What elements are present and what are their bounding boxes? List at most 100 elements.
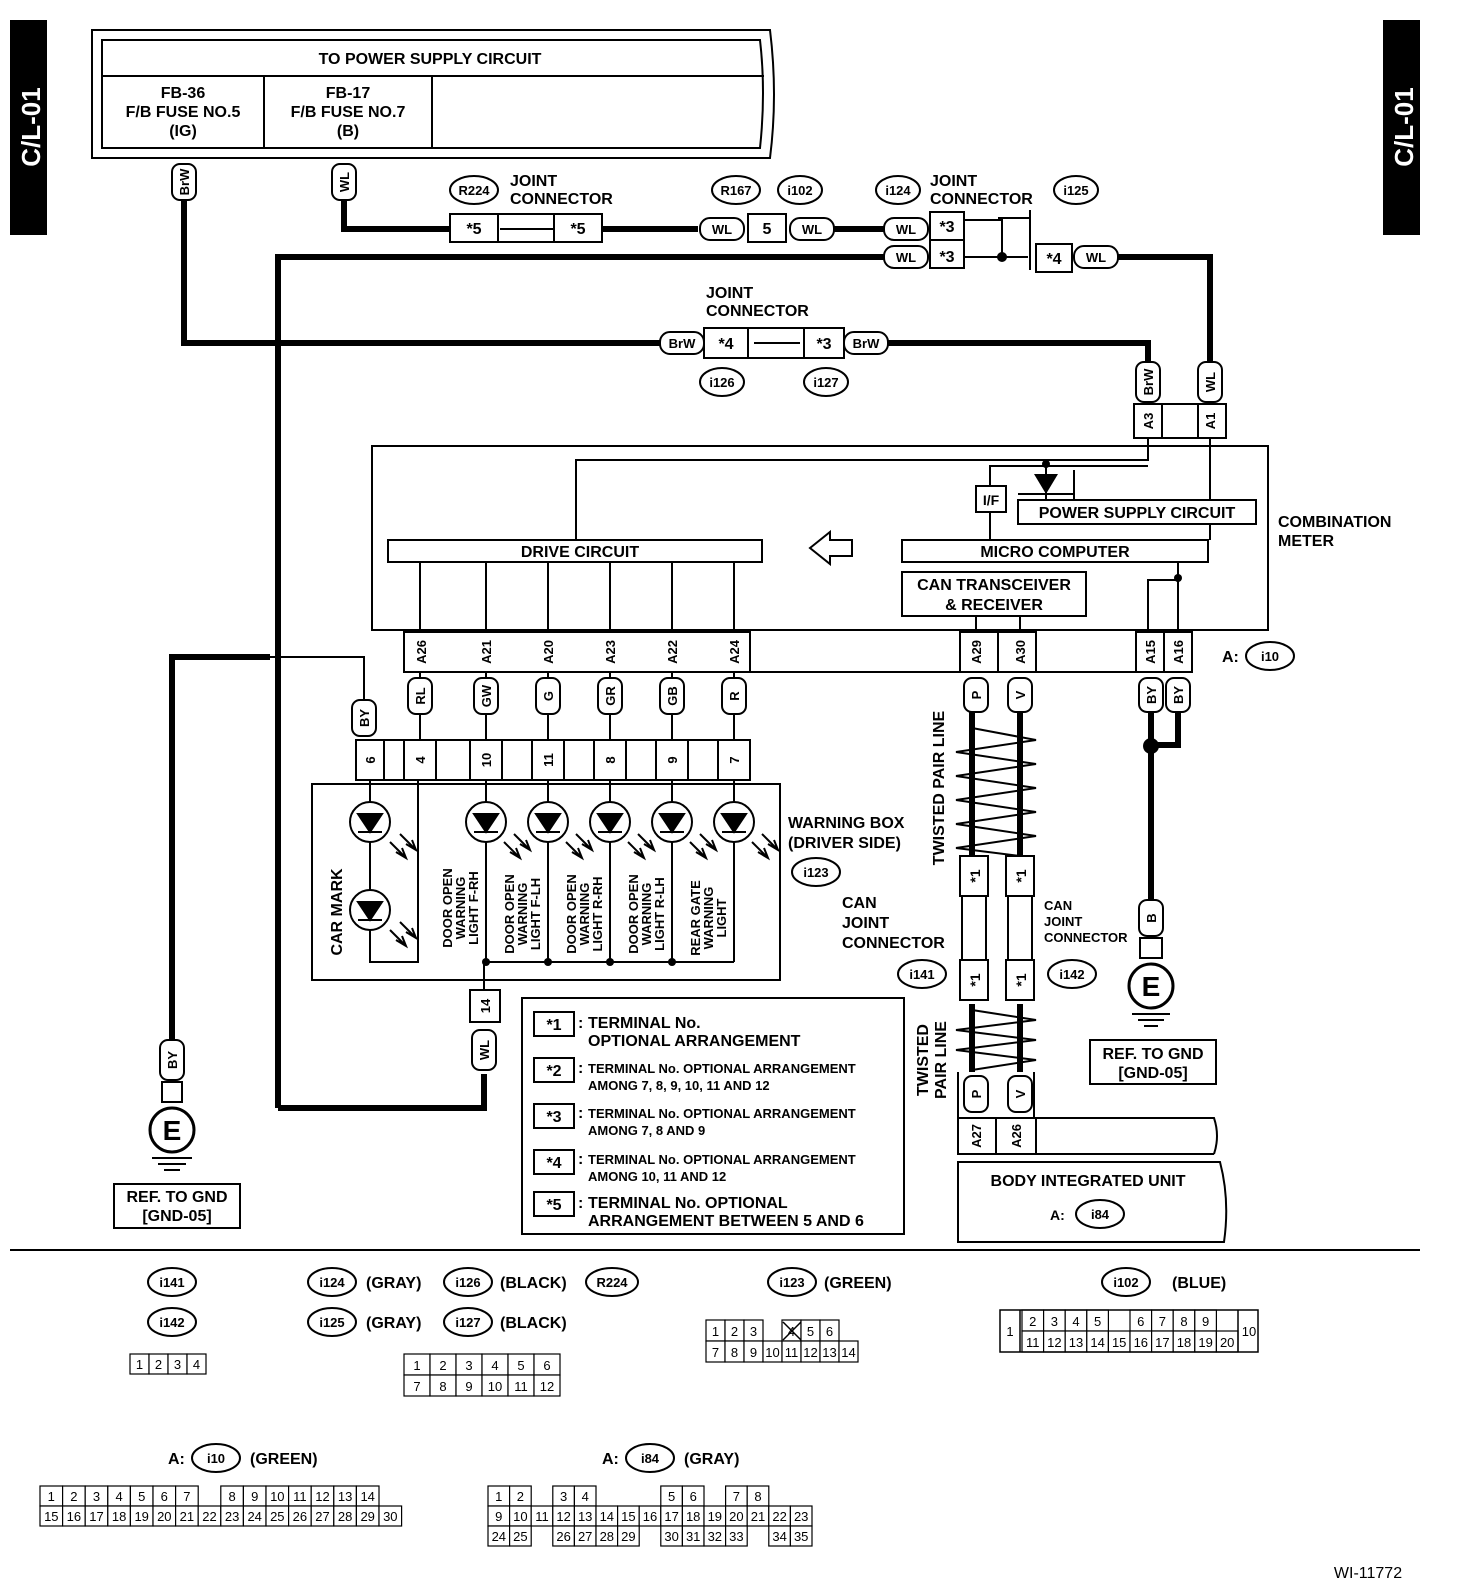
svg-text:BY: BY <box>1171 686 1186 704</box>
pin-label: 26 <box>556 1529 570 1544</box>
svg-text:*1: *1 <box>967 973 983 986</box>
pin-label: 10 <box>513 1509 527 1524</box>
pin-label: 28 <box>338 1509 352 1524</box>
meter-power-pins: BrW WL A3 A1 <box>1133 361 1227 439</box>
pin-label: 19 <box>708 1509 722 1524</box>
svg-text:OPTIONAL ARRANGEMENT: OPTIONAL ARRANGEMENT <box>588 1033 801 1050</box>
pin-label: 21 <box>751 1509 765 1524</box>
svg-text:A27: A27 <box>969 1124 984 1148</box>
svg-text:i102: i102 <box>787 183 812 198</box>
svg-text:A24: A24 <box>727 639 742 664</box>
svg-text:i10: i10 <box>1261 649 1279 664</box>
pin-label: 29 <box>360 1509 374 1524</box>
svg-text:TERMINAL No.: TERMINAL No. <box>588 1015 701 1032</box>
pin-label: 17 <box>89 1509 103 1524</box>
pin-label: 2 <box>155 1357 162 1372</box>
joint-connector-i126-i127: BrW *4 *3 BrW i126 i127 <box>659 327 889 397</box>
svg-text:i123: i123 <box>779 1275 804 1290</box>
pin-label: 8 <box>228 1489 235 1504</box>
pin-label: 7 <box>712 1345 719 1360</box>
page-tag-right-text: C/L-01 <box>1389 87 1419 166</box>
fuse2-line3: (B) <box>337 123 359 140</box>
svg-text:R224: R224 <box>458 183 490 198</box>
pin-label: 27 <box>315 1509 329 1524</box>
meter-node <box>1042 460 1050 468</box>
car-mark-label: CAR MARK <box>329 868 346 956</box>
pin-label: 5 <box>1094 1314 1101 1329</box>
svg-text:1: 1 <box>1006 1324 1013 1339</box>
svg-text:R167: R167 <box>720 183 751 198</box>
svg-text:GB: GB <box>665 686 680 706</box>
svg-text:WARNING: WARNING <box>453 877 468 940</box>
svg-text:REAR GATE: REAR GATE <box>688 880 703 956</box>
pin-label: 1 <box>48 1489 55 1504</box>
led-icons <box>349 801 781 949</box>
pin-label: 33 <box>729 1529 743 1544</box>
pin-label: 11 <box>785 1345 799 1360</box>
pin-label: 13 <box>1069 1335 1083 1350</box>
power-supply-circuit-box: POWER SUPPLY CIRCUIT <box>1017 499 1257 525</box>
svg-text:WL: WL <box>1203 372 1218 392</box>
pin-label: 17 <box>664 1509 678 1524</box>
pin-label: 14 <box>1090 1335 1104 1350</box>
svg-text:E: E <box>1142 971 1161 1002</box>
led-icon <box>349 801 419 861</box>
svg-text:BrW: BrW <box>669 336 696 351</box>
svg-text:(BLUE): (BLUE) <box>1172 1275 1226 1292</box>
page-tag-left-text: C/L-01 <box>16 87 46 166</box>
svg-text:A20: A20 <box>541 640 556 664</box>
pin-label: 13 <box>338 1489 352 1504</box>
if-box: I/F <box>975 485 1007 513</box>
svg-text:RL: RL <box>413 687 428 704</box>
pin-label: 32 <box>708 1529 722 1544</box>
svg-text:14: 14 <box>478 998 493 1013</box>
svg-text:V: V <box>1013 1089 1028 1098</box>
svg-text:WARNING: WARNING <box>701 887 716 950</box>
svg-text:A3: A3 <box>1141 413 1156 430</box>
svg-text:AMONG 7, 8 AND 9: AMONG 7, 8 AND 9 <box>588 1123 705 1138</box>
pin-label: 3 <box>93 1489 100 1504</box>
connector-id-i123: i123 <box>791 857 841 887</box>
svg-text:G: G <box>541 691 556 701</box>
svg-text::: : <box>578 1151 583 1168</box>
pin-label: 34 <box>772 1529 786 1544</box>
svg-text:i127: i127 <box>455 1315 480 1330</box>
pin-label: 1 <box>495 1489 502 1504</box>
svg-text:BrW: BrW <box>177 168 192 195</box>
wires <box>169 200 1213 1111</box>
pin-label: 1 <box>413 1358 420 1373</box>
svg-text:WL: WL <box>802 222 822 237</box>
drive-circuit-box: DRIVE CIRCUIT <box>387 539 763 563</box>
connector-ref-i10: A: i10 (GREEN) <box>168 1443 318 1473</box>
svg-text:A:: A: <box>602 1451 619 1468</box>
can-joint-connector <box>959 855 1035 1001</box>
pinout-grids: 1234123456789101112123456789101112131423… <box>39 1309 1239 1547</box>
svg-text:(BLACK): (BLACK) <box>500 1315 567 1332</box>
svg-text:*1: *1 <box>1013 869 1029 882</box>
fuse2-line2: F/B FUSE NO.7 <box>291 104 406 121</box>
pin-label: 12 <box>803 1345 817 1360</box>
micro-computer-box: MICRO COMPUTER <box>901 539 1209 563</box>
pin-label: 26 <box>293 1509 307 1524</box>
led-icon <box>713 801 781 861</box>
pin-label: 11 <box>1026 1335 1040 1350</box>
svg-text:9: 9 <box>665 756 680 763</box>
svg-text:i10: i10 <box>207 1451 225 1466</box>
svg-text:i124: i124 <box>885 183 911 198</box>
pin-label: 10 <box>765 1345 779 1360</box>
pin-label: 16 <box>67 1509 81 1524</box>
led-icon <box>349 889 419 949</box>
svg-text:*1: *1 <box>1013 973 1029 986</box>
connector-id-r224: R224 <box>449 175 499 205</box>
pin-label: 3 <box>465 1358 472 1373</box>
pin-label: 11 <box>535 1509 549 1524</box>
svg-text:DOOR OPEN: DOOR OPEN <box>502 874 517 953</box>
svg-text:WARNING: WARNING <box>639 883 654 946</box>
meter-wire-labels <box>419 672 735 740</box>
pin-cell <box>509 1525 532 1547</box>
svg-text:GW: GW <box>479 684 494 707</box>
wire-tags <box>351 677 1191 737</box>
svg-text:5: 5 <box>763 221 772 238</box>
can-wire-tags-bottom <box>963 1075 1033 1113</box>
svg-text:i142: i142 <box>1059 967 1084 982</box>
